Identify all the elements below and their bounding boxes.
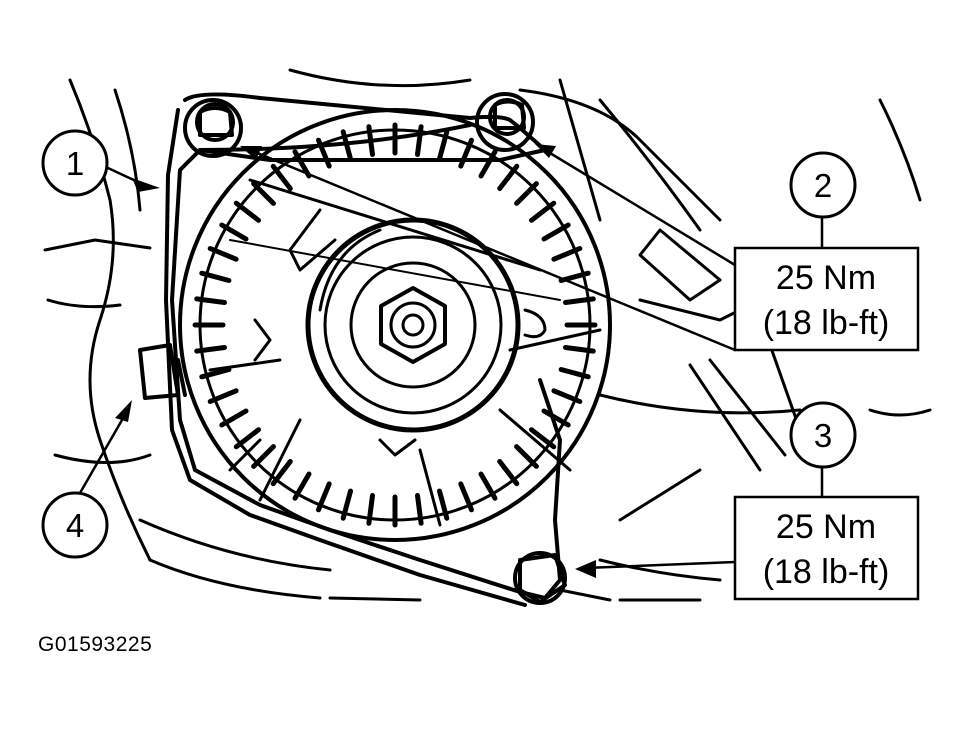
cooling-fin [558, 367, 591, 380]
cooling-fin [233, 200, 261, 223]
torque-spec-2-metric: 25 Nm [776, 259, 876, 297]
callout-4-arrowhead [115, 400, 132, 422]
callout-1-number: 1 [66, 145, 84, 182]
upper-right-bolt [475, 92, 535, 152]
cooling-fin [541, 222, 571, 242]
alternator [178, 108, 612, 542]
cooling-fin [366, 124, 375, 157]
cooling-fin [233, 427, 261, 450]
callout-2-number: 2 [814, 167, 832, 204]
cooling-fin [207, 246, 239, 262]
cooling-fin [415, 493, 424, 526]
cooling-fin [207, 388, 239, 404]
torque-spec-box-3: 25 Nm (18 lb-ft) [733, 495, 920, 601]
callout-3-arrowhead [575, 560, 596, 578]
cooling-fin [270, 459, 293, 487]
callout-2: 2 [789, 151, 857, 219]
cooling-fin [529, 200, 557, 223]
cooling-fin [514, 444, 539, 469]
lower-bolt [513, 551, 567, 605]
cooling-fin [199, 270, 232, 283]
cooling-fin [478, 149, 498, 179]
cooling-fin [199, 367, 232, 380]
cooling-fin [437, 488, 450, 521]
cooling-fin [340, 129, 353, 162]
torque-spec-3-metric: 25 Nm [776, 508, 876, 546]
engine-background-lines [43, 68, 932, 602]
torque-spec-3-imperial: (18 lb-ft) [763, 553, 890, 591]
cooling-fin [194, 345, 227, 354]
alternator-cooling-fins [192, 122, 598, 528]
cooling-fin [251, 444, 276, 469]
cooling-fin [316, 137, 332, 169]
cooling-fin [497, 163, 520, 191]
upper-left-bolt [183, 98, 243, 158]
torque-spec-2-imperial: (18 lb-ft) [763, 304, 890, 342]
callout-4: 4 [41, 491, 109, 559]
cooling-fin [270, 163, 293, 191]
callout-1-arrowhead [132, 178, 160, 192]
cooling-fin [541, 408, 571, 428]
leader-lines [78, 148, 824, 570]
alternator-bracket [164, 92, 562, 607]
cooling-fin [316, 481, 332, 513]
electrical-connector [138, 343, 187, 400]
callout-2-arrowhead-right-bolt [535, 144, 556, 158]
cooling-fin [458, 481, 474, 513]
callout-3-number: 3 [814, 417, 832, 454]
alternator-pulley [305, 217, 521, 433]
cooling-fin [251, 181, 276, 206]
cooling-fin [292, 149, 312, 179]
cooling-fin [340, 488, 353, 521]
callout-2-arrowhead-left-bolt [240, 146, 262, 160]
cooling-fin [415, 124, 424, 157]
cooling-fin [529, 427, 557, 450]
cooling-fin [366, 493, 375, 526]
cooling-fin [194, 296, 227, 305]
callout-1: 1 [41, 129, 109, 197]
cooling-fin [563, 296, 596, 305]
callout-3: 3 [789, 401, 857, 469]
cooling-fin [563, 345, 596, 354]
cooling-fin [437, 129, 450, 162]
cooling-fin [292, 471, 312, 501]
callout-4-number: 4 [66, 507, 84, 544]
cooling-fin [458, 137, 474, 169]
cooling-fin [551, 388, 583, 404]
cooling-fin [551, 246, 583, 262]
torque-spec-box-2: 25 Nm (18 lb-ft) [733, 246, 920, 352]
cooling-fin [219, 222, 249, 242]
cooling-fin [497, 459, 520, 487]
cooling-fin [514, 181, 539, 206]
cooling-fin [478, 471, 498, 501]
cooling-fin [219, 408, 249, 428]
figure-id: G01593225 [38, 633, 153, 656]
